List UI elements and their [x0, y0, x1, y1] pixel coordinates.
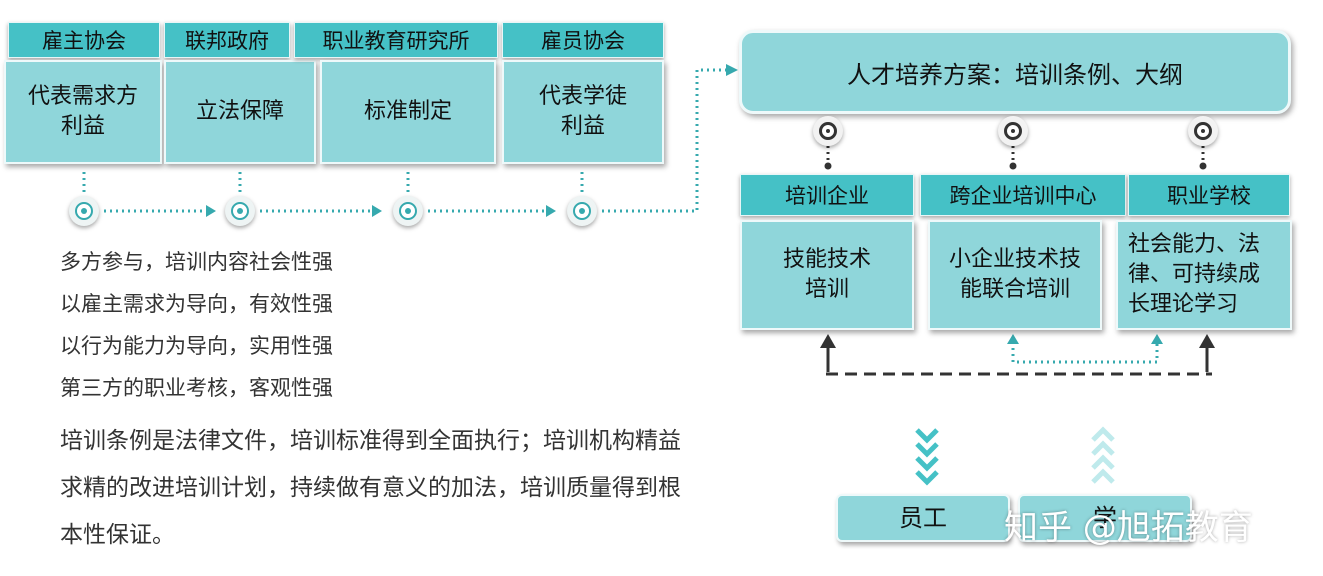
venue-body-vocational-school: 社会能力、法 律、可持续成 长理论学习: [1116, 220, 1292, 330]
feature-point: 第三方的职业考核，客观性强: [60, 376, 333, 400]
stakeholder-header-employee-association: 雇员协会: [502, 22, 664, 58]
training-plan-title: 人才培养方案：培训条例、大纲: [847, 60, 1183, 89]
stakeholder-header-employer-association: 雇主协会: [8, 22, 160, 58]
watermark: 知乎 @旭拓教育: [1004, 508, 1253, 548]
stakeholder-body-employer-association: 代表需求方 利益: [4, 60, 162, 164]
timeline-node: [69, 196, 99, 226]
stakeholder-body-federal-government: 立法保障: [164, 60, 316, 164]
timeline-node: [567, 196, 597, 226]
venue-body-training-enterprise: 技能技术 培训: [740, 220, 914, 330]
stakeholder-header-federal-government: 联邦政府: [164, 22, 290, 58]
stakeholder-header-vocational-institute: 职业教育研究所: [294, 22, 498, 58]
stakeholder-body-line: 利益: [60, 114, 105, 139]
feature-point: 以雇主需求为导向，有效性强: [60, 292, 333, 316]
plan-node: [1188, 116, 1218, 146]
stakeholder-body-line: 标准制定: [363, 99, 452, 124]
venue-body-inter-company-center: 小企业技术技 能联合培训: [928, 220, 1102, 330]
timeline-node: [225, 196, 255, 226]
feature-point: 多方参与，培训内容社会性强: [60, 250, 333, 274]
plan-node: [998, 116, 1028, 146]
employee-label: 员工: [899, 504, 947, 532]
summary-paragraph: 培训条例是法律文件，培训标准得到全面执行；培训机构精益求精的改进培训计划，持续做…: [60, 428, 681, 548]
stakeholder-body-line: 代表需求方: [27, 84, 138, 109]
feature-point: 以行为能力为导向，实用性强: [60, 334, 333, 358]
venue-body-line: 律、可持续成: [1128, 262, 1261, 287]
training-plan-banner: 人才培养方案：培训条例、大纲: [739, 30, 1291, 114]
plan-node: [813, 116, 843, 146]
venue-body-line: 能联合培训: [959, 277, 1070, 302]
venue-body-line: 社会能力、法: [1128, 232, 1261, 257]
student-box: 学: [1018, 494, 1192, 542]
venue-header-vocational-school: 职业学校: [1128, 174, 1290, 216]
student-label: 学: [1093, 504, 1117, 532]
venue-body-line: 长理论学习: [1128, 292, 1239, 317]
venue-body-line: 小企业技术技: [948, 247, 1081, 272]
stakeholder-body-employee-association: 代表学徒 利益: [502, 60, 664, 164]
venue-body-line: 培训: [804, 277, 849, 302]
timeline-node: [393, 196, 423, 226]
venue-header-training-enterprise: 培训企业: [740, 174, 914, 216]
stakeholder-body-line: 代表学徒: [538, 84, 627, 109]
employee-box: 员工: [836, 494, 1010, 542]
venue-body-line: 技能技术: [782, 247, 871, 272]
stakeholder-body-vocational-institute: 标准制定: [320, 60, 496, 164]
stakeholder-body-line: 利益: [560, 114, 605, 139]
stakeholder-body-line: 立法保障: [195, 99, 284, 124]
venue-header-inter-company-center: 跨企业培训中心: [920, 174, 1126, 216]
